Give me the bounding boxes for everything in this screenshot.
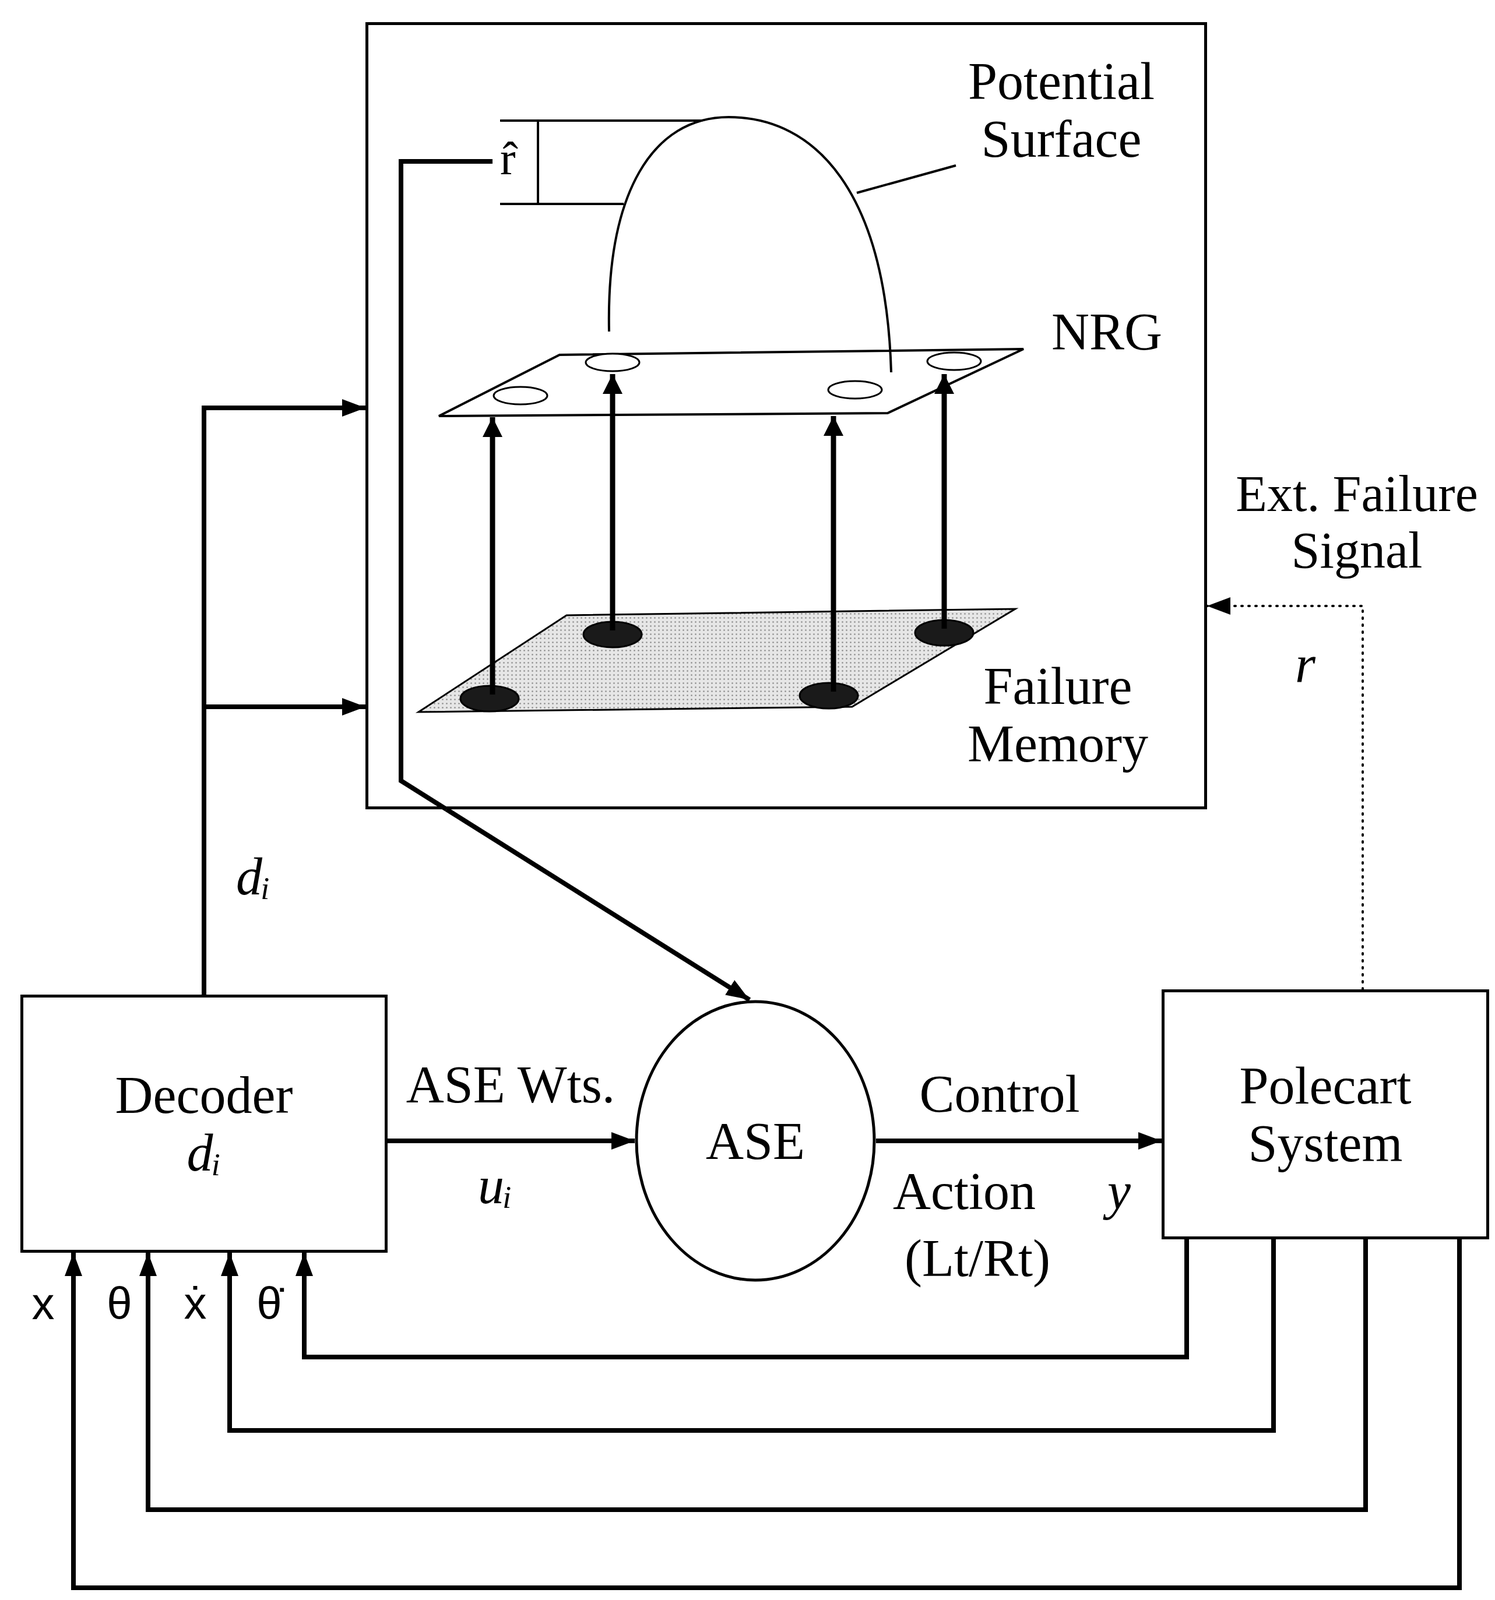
height-bracket	[536, 120, 540, 204]
height-tick	[500, 119, 703, 122]
polecart-box: Polecart System	[1161, 989, 1490, 1240]
leader-line	[856, 165, 956, 193]
projection-arrow	[610, 374, 616, 631]
signal-name: dᵢ	[236, 848, 271, 906]
part-name: Potential Surface	[938, 52, 1184, 168]
decoder-box: Decoderdᵢ	[20, 994, 388, 1254]
state-variable: θ̇	[256, 1279, 282, 1330]
ellipse-outline-path	[636, 1001, 875, 1281]
memory-dot	[460, 686, 519, 712]
nrg-hole	[927, 352, 981, 371]
signal-arrow	[73, 1239, 1460, 1589]
signal-arrow	[387, 1138, 635, 1144]
edge-label: Ext. Failure Signal	[1222, 466, 1491, 580]
signal-name: r	[1295, 635, 1316, 694]
projection-arrow	[490, 417, 496, 695]
state-variable: θ	[106, 1279, 132, 1330]
height-signal-wire	[400, 161, 493, 810]
state-variable: ẋ	[184, 1279, 207, 1330]
system-frame: Potential SurfaceNRG Failure Memory	[365, 22, 1208, 810]
box-title: Polecart System	[1202, 1057, 1448, 1173]
signal-arrow	[203, 407, 366, 995]
signal-arrow	[203, 706, 366, 995]
part-name: Failure Memory	[947, 657, 1169, 773]
edge-label: ASE Wts.	[406, 1056, 615, 1114]
nrg-hole	[828, 381, 882, 399]
box-title: Decoder	[115, 1066, 294, 1125]
memory-plane	[418, 609, 1016, 713]
potential-surface-curve	[609, 117, 892, 373]
signal-arrow	[446, 809, 750, 1001]
projection-arrow	[941, 374, 948, 629]
nrg-hole	[585, 353, 640, 372]
symbol-label: r̂	[500, 132, 516, 185]
nrg-plane	[438, 349, 1024, 417]
box-title: ASE	[705, 1112, 805, 1171]
signal-name: y	[1107, 1162, 1131, 1221]
failure-signal-line	[1207, 606, 1363, 990]
nrg-hole	[493, 387, 548, 405]
signal-arrow	[876, 1138, 1162, 1144]
signal-name: uᵢ	[477, 1156, 513, 1215]
projection-arrow	[831, 416, 837, 692]
memory-dot	[799, 683, 858, 709]
part-name: NRG	[1051, 303, 1163, 361]
action-text: (Lt/Rt)	[904, 1229, 1051, 1288]
signal-name: dᵢ	[186, 1124, 221, 1183]
ase-circle: ASE	[634, 1000, 877, 1283]
action-text: Action	[892, 1162, 1036, 1221]
state-variable: x	[32, 1279, 55, 1330]
height-tick	[500, 202, 624, 206]
edge-label: Control	[919, 1065, 1080, 1124]
